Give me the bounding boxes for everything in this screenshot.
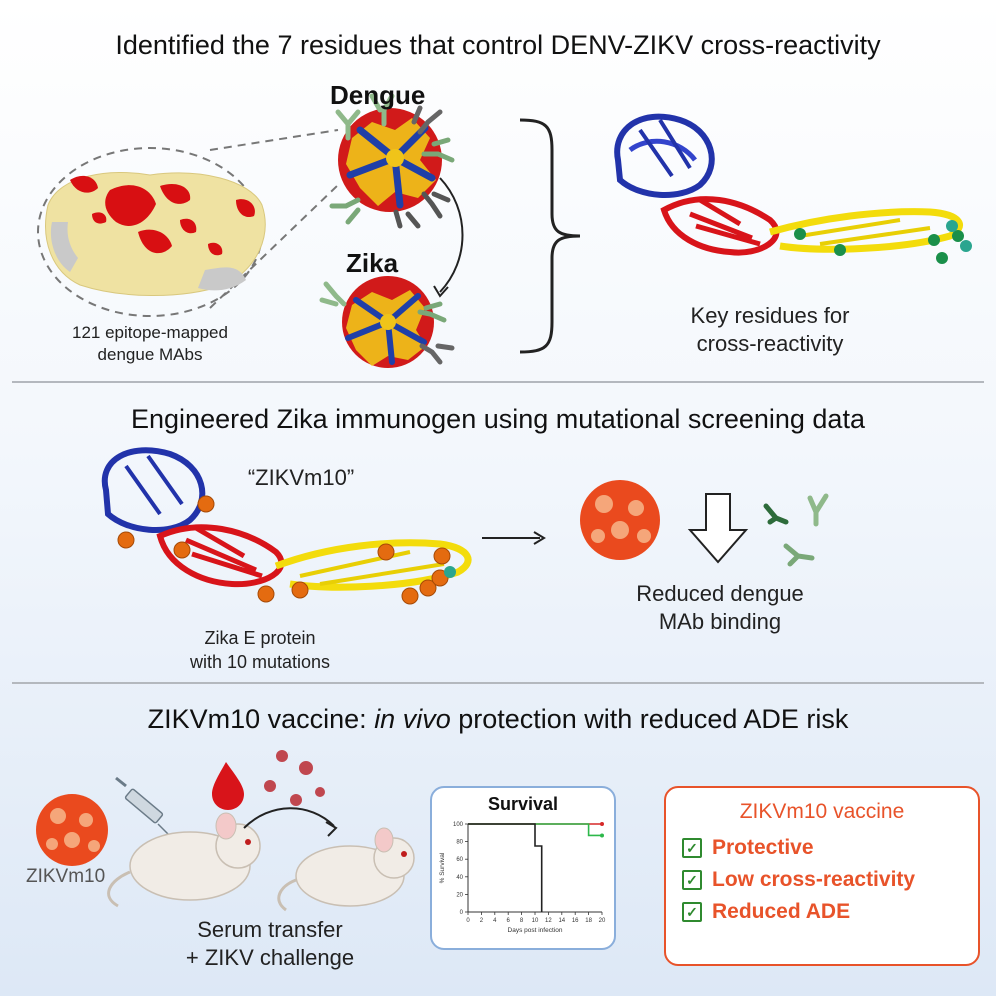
survival-series-1 xyxy=(468,823,602,837)
zikv-virus-cluster-icon xyxy=(264,750,325,806)
zikvm10-particle-small-icon xyxy=(36,794,108,866)
zikvm10-label: ZIKVm10 xyxy=(26,866,106,887)
dengue-label: Dengue xyxy=(330,80,426,110)
section3-title: ZIKVm10 vaccine: in vivo protection with… xyxy=(0,704,996,735)
y-tick-label: 20 xyxy=(456,892,463,898)
x-tick-label: 14 xyxy=(558,918,565,924)
mutation-markers xyxy=(117,495,451,605)
zika-antibodies xyxy=(319,281,455,365)
syringe-icon xyxy=(115,776,171,837)
divider-2 xyxy=(12,682,984,684)
zika-label: Zika xyxy=(346,248,399,278)
free-antibodies xyxy=(763,493,829,567)
residue-marker-teal xyxy=(444,566,456,578)
vaccine-title: ZIKVm10 vaccine xyxy=(739,800,905,823)
transfer-caption: Serum transfer + ZIKV challenge xyxy=(160,916,380,972)
checkbox-icon: ✓ xyxy=(682,902,702,922)
key-caption-line2: cross-reactivity xyxy=(696,331,844,356)
checkbox-icon: ✓ xyxy=(682,838,702,858)
benefit-label: Low cross-reactivity xyxy=(712,868,916,891)
grouping-bracket xyxy=(519,118,581,354)
protein-caption: Zika E protein with 10 mutations xyxy=(160,626,360,674)
section2-title: Engineered Zika immunogen using mutation… xyxy=(131,404,865,434)
checkbox-icon: ✓ xyxy=(682,870,702,890)
protein-caption-line2: with 10 mutations xyxy=(189,652,331,672)
binding-caption: Reduced dengue MAb binding xyxy=(610,580,830,636)
right-arrowhead xyxy=(533,531,546,545)
panel3-graphics xyxy=(36,750,415,912)
key-residues-caption: Key residues for cross-reactivity xyxy=(640,302,900,358)
section3-title-em: in vivo xyxy=(374,704,451,734)
epitope-caption: 121 epitope-mapped dengue MAbs xyxy=(40,322,260,366)
y-tick-label: 100 xyxy=(453,822,464,828)
survival-series-2 xyxy=(468,823,543,912)
down-arrow-icon xyxy=(687,493,749,564)
binding-caption-line1: Reduced dengue xyxy=(636,581,804,606)
y-axis-label: % Survival xyxy=(439,852,446,883)
y-tick-label: 80 xyxy=(456,840,463,846)
key-caption-line1: Key residues for xyxy=(690,303,850,328)
x-tick-label: 6 xyxy=(507,918,511,924)
x-tick-label: 2 xyxy=(480,918,484,924)
binding-caption-line2: MAb binding xyxy=(658,609,782,634)
key-residue-markers xyxy=(794,220,972,264)
x-tick-label: 18 xyxy=(585,918,592,924)
connector-line-top xyxy=(209,129,339,151)
protein-caption-line1: Zika E protein xyxy=(204,628,316,648)
section3-title-post: protection with reduced ADE risk xyxy=(450,704,849,734)
epitope-caption-line2: dengue MAbs xyxy=(97,345,203,364)
transfer-caption-line2: + ZIKV challenge xyxy=(185,945,355,970)
x-tick-label: 12 xyxy=(545,918,552,924)
blood-drop-icon xyxy=(212,762,244,810)
survival-chart-title: Survival xyxy=(487,794,559,814)
dengue-to-zika-arrow xyxy=(439,177,464,293)
y-tick-label: 40 xyxy=(456,875,463,881)
benefit-label: Protective xyxy=(712,836,814,859)
y-tick-label: 60 xyxy=(456,857,463,863)
e-protein-ribbon-icon xyxy=(614,113,963,256)
zikvm10-construct-label: “ZIKVm10” xyxy=(247,465,355,490)
survival-series-end-0 xyxy=(600,822,604,826)
panel1-graphics xyxy=(37,93,972,368)
transfer-arrowhead xyxy=(325,821,338,837)
x-axis-label: Days post infection xyxy=(508,927,563,934)
dengue-antibodies xyxy=(329,93,455,229)
x-tick-label: 20 xyxy=(599,918,606,924)
mouse-donor-icon xyxy=(107,812,261,908)
benefit-low-cross-reactivity: ✓ Low cross-reactivity xyxy=(682,868,915,892)
x-tick-label: 16 xyxy=(572,918,579,924)
section1-title: Identified the 7 residues that control D… xyxy=(115,30,881,60)
dengue-virus-icon xyxy=(338,108,442,212)
x-tick-label: 10 xyxy=(532,918,539,924)
mouse-recipient-icon xyxy=(277,827,415,912)
divider-1 xyxy=(12,381,984,383)
benefit-protective: ✓ Protective xyxy=(682,836,814,860)
epitope-surface-icon xyxy=(45,172,266,296)
section3-title-pre: ZIKVm10 vaccine: xyxy=(147,704,375,734)
zikvm10-ribbon-icon xyxy=(101,447,472,591)
x-tick-label: 4 xyxy=(493,918,497,924)
x-tick-label: 8 xyxy=(520,918,524,924)
y-tick-label: 0 xyxy=(460,910,464,916)
zika-virus-icon xyxy=(342,276,434,368)
zikvm10-particle-icon xyxy=(580,480,660,560)
transfer-caption-line1: Serum transfer xyxy=(197,917,343,942)
epitope-caption-line1: 121 epitope-mapped xyxy=(72,323,228,342)
x-tick-label: 0 xyxy=(466,918,470,924)
survival-series-end-1 xyxy=(600,833,604,838)
benefit-label: Reduced ADE xyxy=(712,900,851,923)
transfer-arrow xyxy=(243,807,335,829)
vaccine-benefits-panel: ZIKVm10 vaccine ✓ Protective ✓ Low cross… xyxy=(664,786,980,966)
benefit-reduced-ade: ✓ Reduced ADE xyxy=(682,900,850,924)
arrowhead xyxy=(433,285,449,298)
panel2-graphics xyxy=(101,447,829,605)
